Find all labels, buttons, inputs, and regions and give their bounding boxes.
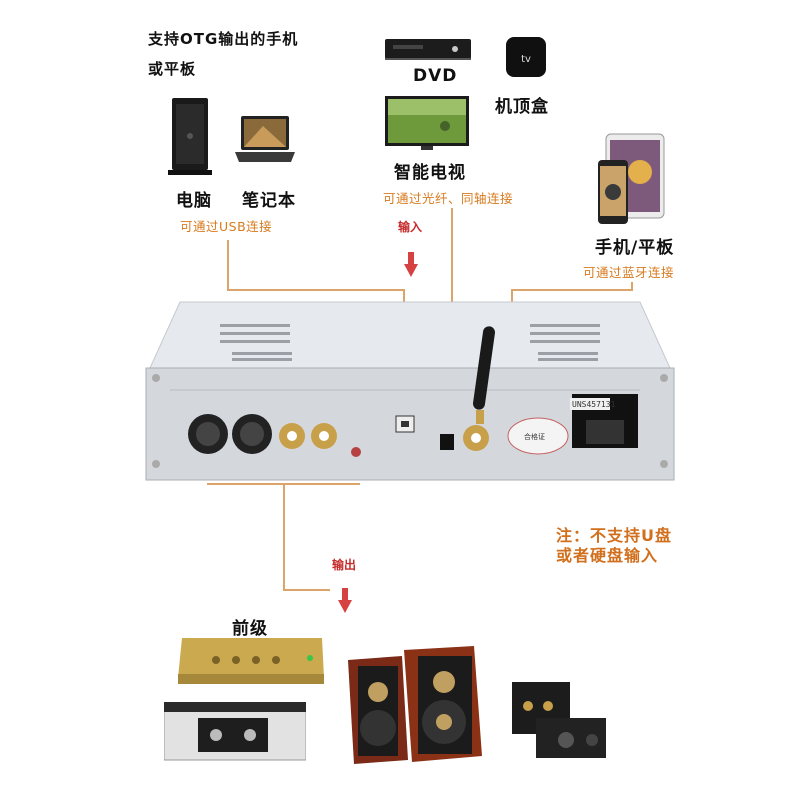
serial-label: UNS457131: [572, 400, 616, 409]
speakers-icon: [346, 636, 486, 770]
computer-label: 电脑: [176, 191, 212, 211]
optical-note: 可通过光纤、同轴连接: [383, 191, 514, 206]
desktop-computer-icon: [168, 96, 214, 176]
input-arrow-icon: [404, 252, 418, 278]
otg-label-line2: 或平板: [148, 60, 197, 78]
bt-note: 可通过蓝牙连接: [583, 265, 675, 280]
output-arrow-icon: [338, 588, 352, 614]
svg-text:tv: tv: [521, 54, 531, 65]
amplifier-device-icon: [164, 702, 306, 762]
preamp-label: 前级: [232, 619, 268, 639]
notice-line1: 注：不支持U盘: [556, 526, 672, 545]
otg-label: 支持OTG输出的手机: [148, 30, 299, 48]
output-label: 输出: [332, 558, 357, 572]
notice-line2: 或者硬盘输入: [556, 546, 659, 565]
usb-note: 可通过USB连接: [180, 219, 273, 234]
preamp-device-icon: [176, 636, 326, 688]
settop-label: 机顶盒: [495, 97, 549, 117]
dvd-player-icon: [385, 36, 471, 62]
notebook-label: 笔记本: [242, 191, 296, 211]
headphone-amp-icon: [506, 678, 610, 762]
laptop-icon: [233, 114, 297, 166]
smart-tv-icon: [385, 96, 469, 152]
input-label: 输入: [398, 220, 423, 234]
cert-label: 合格证: [524, 433, 545, 441]
phone-label: 手机/平板: [595, 238, 675, 258]
settop-box-icon: tv: [505, 36, 547, 78]
dvd-label: DVD: [413, 66, 458, 86]
tablet-phone-icon: [598, 132, 668, 228]
tv-label: 智能电视: [394, 163, 466, 183]
dac-device: [140, 298, 680, 484]
